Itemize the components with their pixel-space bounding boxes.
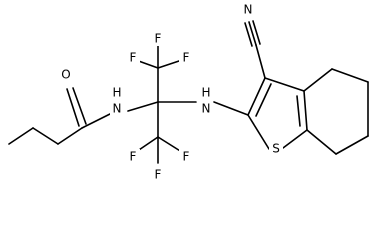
nitrile-nitrogen-label: N [244, 3, 253, 17]
bond-c7a-c3a-a [303, 90, 308, 131]
bond-layer [8, 20, 369, 164]
bond-carbonyl-n [81, 113, 111, 129]
bond-s-c7a [282, 129, 308, 149]
bottom-right-fluorine-label: F [183, 150, 190, 164]
top-center-fluorine-label: F [155, 32, 162, 46]
amide-hydrogen-label: H [112, 86, 121, 100]
bond-cn-triple-right [252, 20, 261, 45]
bond-c7-c7a [306, 129, 337, 155]
amine-hydrogen-label: H [201, 86, 210, 100]
bond-c2-s [247, 114, 270, 150]
bond-cn-triple-center [248, 21, 257, 46]
bond-c3a-c3 [264, 77, 305, 92]
bottom-center-fluorine-label: F [155, 168, 162, 182]
amide-nitrogen-label: N [113, 102, 122, 116]
bottom-left-fluorine-label: F [130, 150, 137, 164]
bond-ch3-ch2 [8, 127, 34, 145]
oxygen-atom-label: O [61, 68, 70, 82]
bond-n-central-c [127, 101, 159, 112]
amine-nitrogen-label: N [202, 102, 211, 116]
bond-carbonyl-o-b [72, 87, 87, 125]
molecule-drawing: O H N F F F H N N F F F S [8, 2, 369, 182]
bond-carbonyl-o-a [66, 88, 80, 127]
bond-c3-cn [255, 44, 266, 79]
top-left-fluorine-label: F [130, 51, 137, 65]
sulfur-atom-label: S [272, 142, 280, 156]
bond-cn-triple-left [244, 22, 253, 47]
label-layer: O H N F F F H N N F F F S [59, 2, 283, 182]
bond-c2-c3-b [255, 83, 272, 117]
bond-c6-c7 [335, 135, 369, 155]
bond-c2-c3-a [247, 77, 266, 116]
bond-c3a-c4 [303, 68, 333, 92]
top-right-fluorine-label: F [183, 51, 190, 65]
bond-c4-c5 [331, 68, 369, 83]
bond-c7a-c3a-b [296, 95, 301, 127]
chemical-structure-diagram: O H N F F F H N N F F F S [8, 2, 369, 182]
bond-ch2-carbonyl [57, 127, 83, 145]
bond-amine-n-c2 [213, 101, 249, 116]
bond-ch2-ch2 [32, 127, 59, 145]
